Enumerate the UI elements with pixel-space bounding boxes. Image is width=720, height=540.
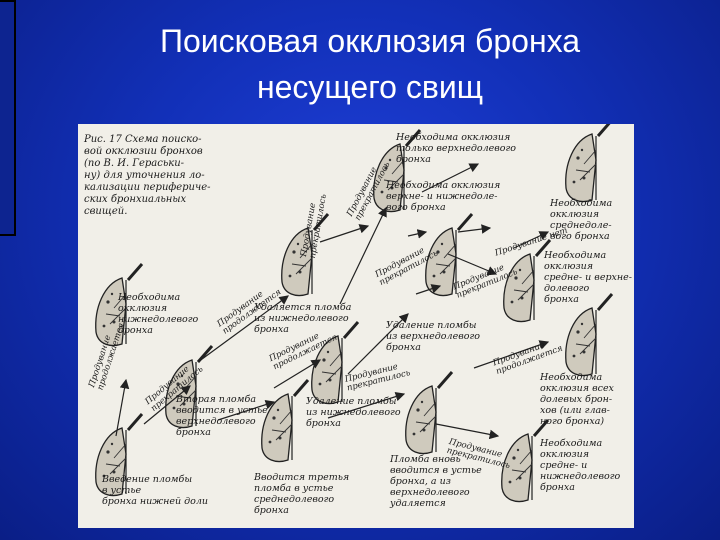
label-plug-again: Пломба вновь вводится в устье бронха, а … <box>390 454 482 509</box>
label-middle-lower: Необходима окклюзия средне- и нижнедолев… <box>540 438 621 493</box>
slide-title-line-2: несущего свищ <box>256 69 484 105</box>
label-upper-lower: Необходима окклюзия верхне- и нижнедоле-… <box>386 180 501 213</box>
label-lower-lobe: Необходима окклюзия нижнедолевого бронха <box>118 292 199 336</box>
label-remove-plug-upper: Удаление пломбы из верхнедолевого бронха <box>386 320 480 353</box>
label-second-plug: Вторая пломба вводится в устье верхнедол… <box>176 394 268 438</box>
label-middle-upper: Необходима окклюзия средне- и верхне- до… <box>544 250 632 305</box>
scheme-drawing <box>94 124 614 503</box>
slide-title: Поисковая окклюзия бронха несущего свищ <box>60 18 680 110</box>
figure-caption: Рис. 17 Схема поиско- вой окклюзии бронх… <box>84 134 211 217</box>
lung-icon <box>564 124 614 203</box>
lung-icon <box>260 378 310 463</box>
label-third-plug: Вводится третья пломба в устье среднедол… <box>254 472 350 516</box>
slide-title-line-1: Поисковая окклюзия бронха <box>159 23 581 59</box>
label-first-plug: Введение пломбы в устье бронха нижней до… <box>102 474 208 507</box>
label-all-lobar: Необходима окклюзия всех долевых брон- х… <box>540 372 614 427</box>
lung-icon <box>564 292 614 377</box>
label-remove-plug-lower-1: Удаляется пломба из нижнедолевого бронха <box>254 302 352 335</box>
lung-icon <box>404 370 454 455</box>
label-remove-plug-lower-2: Удаление пломбы из нижнедолевого бронха <box>306 396 401 429</box>
label-middle-lobe: Необходима окклюзия среднедоле- вого бро… <box>550 198 613 242</box>
slide-left-bar <box>0 0 16 236</box>
scheme-figure: Рис. 17 Схема поиско- вой окклюзии бронх… <box>78 124 634 528</box>
label-upper-only: Необходима окклюзия только верхнедолевог… <box>396 132 517 165</box>
